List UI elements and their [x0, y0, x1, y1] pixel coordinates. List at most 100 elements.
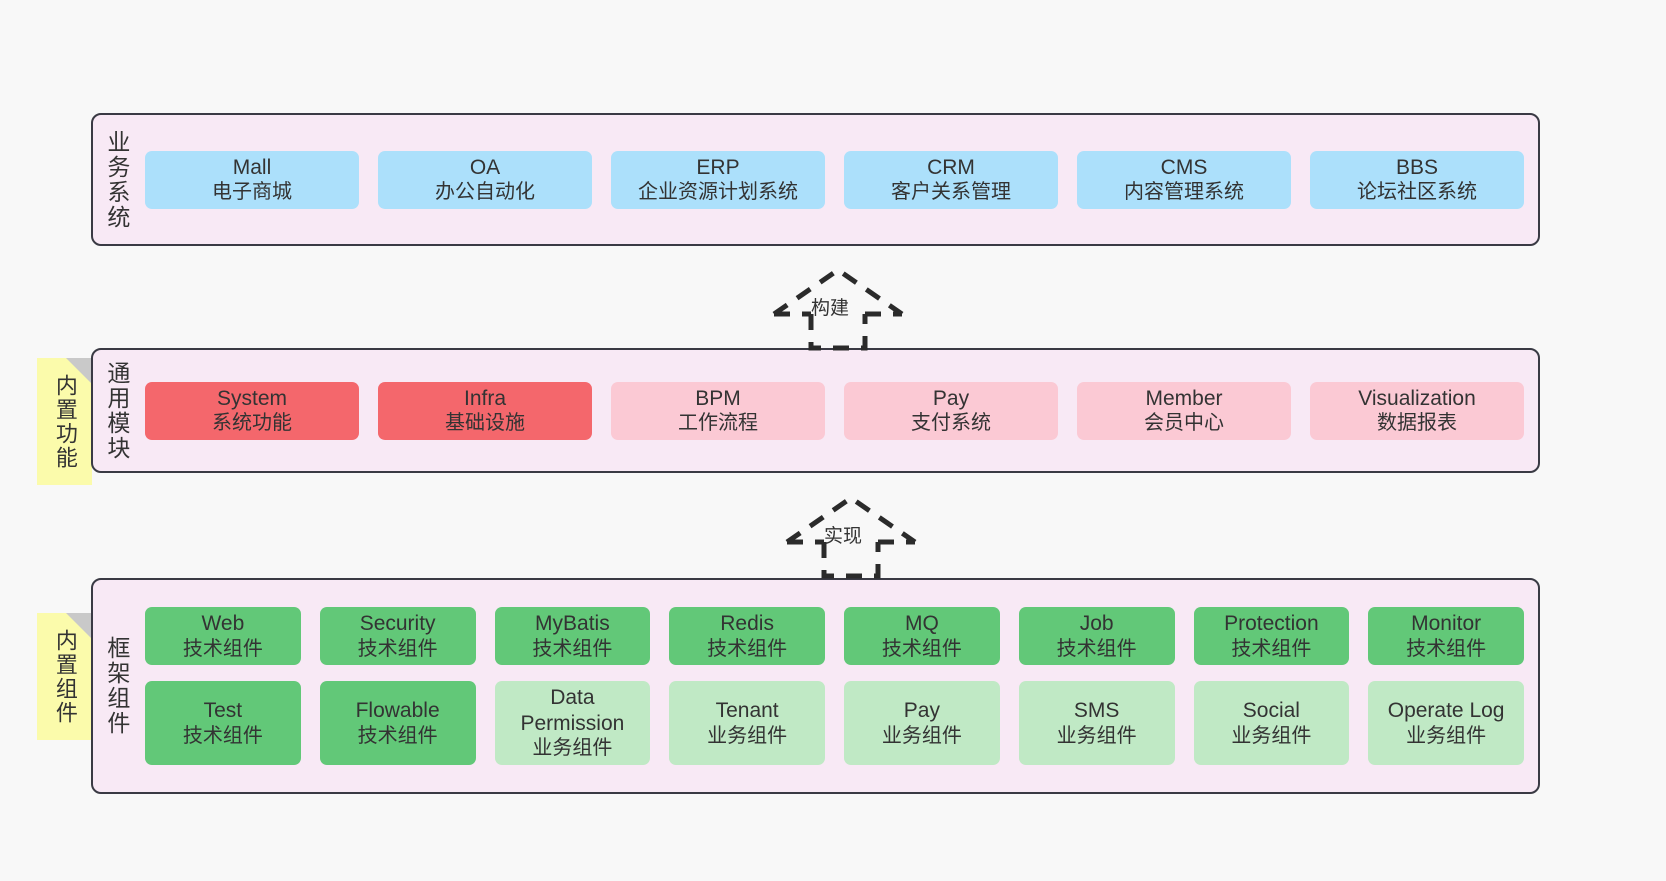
- module-card-pay-business[interactable]: Pay 业务组件: [844, 681, 1000, 765]
- module-card-title: Flowable: [355, 698, 440, 722]
- build-arrow: [750, 262, 920, 352]
- module-card-mall[interactable]: Mall 电子商城: [145, 150, 359, 209]
- module-card-subtitle: 技术组件: [357, 637, 438, 660]
- module-card-subtitle: 内容管理系统: [1124, 181, 1244, 204]
- module-card-title: Job: [1079, 612, 1114, 636]
- module-card-title: MyBatis: [535, 612, 610, 636]
- module-card-system[interactable]: System 系统功能: [145, 381, 359, 440]
- band-row: Mall 电子商城 OA 办公自动化 ERP 企业资源计划系统 CRM 客户关系…: [145, 150, 1524, 209]
- module-card-test[interactable]: Test 技术组件: [145, 681, 301, 765]
- band-title-business-systems: 业务系统: [103, 129, 130, 230]
- module-card-title: BBS: [1395, 155, 1439, 179]
- band-row: Web 技术组件 Security 技术组件 MyBatis 技术组件 Redi…: [145, 607, 1524, 666]
- module-card-title: Monitor: [1411, 612, 1482, 636]
- build-arrow-label: 构建: [811, 298, 850, 319]
- module-card-subtitle: 技术组件: [1231, 637, 1312, 660]
- module-card-title: Mall: [232, 155, 272, 179]
- module-card-mq[interactable]: MQ 技术组件: [844, 607, 1000, 666]
- implement-arrow-icon: [785, 494, 917, 579]
- note-fold-corner-icon: [66, 358, 92, 384]
- module-card-subtitle: 技术组件: [182, 724, 263, 747]
- module-card-subtitle: 技术组件: [881, 637, 962, 660]
- implement-arrow-label: 实现: [824, 526, 863, 547]
- band-body-business-systems: Mall 电子商城 OA 办公自动化 ERP 企业资源计划系统 CRM 客户关系…: [139, 115, 1538, 244]
- band-row: System 系统功能 Infra 基础设施 BPM 工作流程 Pay 支付系统…: [145, 381, 1524, 440]
- module-card-cms[interactable]: CMS 内容管理系统: [1077, 150, 1291, 209]
- module-card-subtitle: 技术组件: [707, 637, 788, 660]
- module-card-tenant[interactable]: Tenant 业务组件: [669, 681, 825, 765]
- module-card-title: BPM: [695, 386, 741, 410]
- module-card-redis[interactable]: Redis 技术组件: [669, 607, 825, 666]
- note-builtin-features: 内置功能: [37, 358, 92, 485]
- module-card-visualization[interactable]: Visualization 数据报表: [1310, 381, 1524, 440]
- module-card-title: System: [216, 386, 287, 410]
- module-card-pay[interactable]: Pay 支付系统: [844, 381, 1058, 440]
- module-card-erp[interactable]: ERP 企业资源计划系统: [611, 150, 825, 209]
- module-card-subtitle: 办公自动化: [435, 181, 535, 204]
- module-card-subtitle: 论坛社区系统: [1357, 181, 1477, 204]
- module-card-subtitle: 会员中心: [1144, 412, 1224, 435]
- build-arrow-icon: [772, 266, 904, 351]
- module-card-subtitle: 业务组件: [707, 724, 788, 747]
- module-card-title: Redis: [720, 612, 774, 636]
- module-card-title: CMS: [1160, 155, 1208, 179]
- module-card-security[interactable]: Security 技术组件: [319, 607, 476, 666]
- module-card-protection[interactable]: Protection 技术组件: [1193, 607, 1350, 666]
- module-card-subtitle: 业务组件: [532, 737, 613, 760]
- module-card-job[interactable]: Job 技术组件: [1018, 607, 1175, 666]
- module-card-member[interactable]: Member 会员中心: [1077, 381, 1291, 440]
- module-card-subtitle: 支付系统: [911, 412, 991, 435]
- module-card-mybatis[interactable]: MyBatis 技术组件: [494, 607, 651, 666]
- module-card-operate-log[interactable]: Operate Log 业务组件: [1368, 681, 1524, 765]
- module-card-subtitle: 技术组件: [532, 637, 613, 660]
- band-body-framework-components: Web 技术组件 Security 技术组件 MyBatis 技术组件 Redi…: [139, 580, 1538, 792]
- module-card-subtitle: 业务组件: [1406, 724, 1487, 747]
- module-card-title: CRM: [927, 155, 975, 179]
- module-card-subtitle: 业务组件: [881, 724, 962, 747]
- module-card-title: Tenant: [715, 698, 779, 722]
- module-card-subtitle: 工作流程: [678, 412, 758, 435]
- note-fold-corner-icon: [66, 613, 92, 639]
- module-card-title: OA: [469, 155, 501, 179]
- band-common-modules: 通用模块 System 系统功能 Infra 基础设施 BPM 工作流程 Pay…: [91, 348, 1540, 473]
- module-card-subtitle: 业务组件: [1231, 724, 1312, 747]
- module-card-crm[interactable]: CRM 客户关系管理: [844, 150, 1058, 209]
- note-label: 内置功能: [52, 373, 78, 470]
- implement-arrow: [763, 490, 933, 580]
- module-card-flowable[interactable]: Flowable 技术组件: [319, 681, 476, 765]
- module-card-bpm[interactable]: BPM 工作流程: [611, 381, 825, 440]
- module-card-subtitle: 技术组件: [357, 724, 438, 747]
- module-card-title: Pay: [932, 386, 970, 410]
- module-card-data-permission[interactable]: Data Permission 业务组件: [494, 681, 651, 765]
- module-card-title: Web: [201, 612, 245, 636]
- module-card-infra[interactable]: Infra 基础设施: [378, 381, 592, 440]
- module-card-subtitle: 数据报表: [1377, 412, 1457, 435]
- module-card-subtitle: 电子商城: [212, 181, 292, 204]
- module-card-title: Member: [1145, 386, 1223, 410]
- module-card-sms[interactable]: SMS 业务组件: [1018, 681, 1175, 765]
- module-card-title: MQ: [904, 612, 939, 636]
- module-card-title: Operate Log: [1387, 698, 1505, 722]
- module-card-title: Infra: [463, 386, 507, 410]
- module-card-title: Protection: [1224, 612, 1319, 636]
- band-row: Test 技术组件 Flowable 技术组件 Data Permission …: [145, 681, 1524, 765]
- module-card-web[interactable]: Web 技术组件: [145, 607, 301, 666]
- module-card-bbs[interactable]: BBS 论坛社区系统: [1310, 150, 1524, 209]
- band-framework-components: 框架组件 Web 技术组件 Security 技术组件 MyBatis 技术组件…: [91, 578, 1540, 794]
- note-label: 内置组件: [52, 628, 78, 725]
- module-card-oa[interactable]: OA 办公自动化: [378, 150, 592, 209]
- module-card-title: ERP: [696, 155, 740, 179]
- note-builtin-components: 内置组件: [37, 613, 92, 740]
- module-card-title: Pay: [903, 698, 940, 722]
- module-card-subtitle: 业务组件: [1056, 724, 1137, 747]
- module-card-subtitle: 基础设施: [445, 412, 525, 435]
- module-card-title: SMS: [1073, 698, 1120, 722]
- module-card-subtitle: 客户关系管理: [891, 181, 1011, 204]
- band-business-systems: 业务系统 Mall 电子商城 OA 办公自动化 ERP 企业资源计划系统 CRM…: [91, 113, 1540, 246]
- module-card-monitor[interactable]: Monitor 技术组件: [1368, 607, 1524, 666]
- module-card-subtitle: 技术组件: [182, 637, 263, 660]
- module-card-social[interactable]: Social 业务组件: [1193, 681, 1350, 765]
- module-card-subtitle: 企业资源计划系统: [638, 181, 798, 204]
- module-card-subtitle: 技术组件: [1056, 637, 1137, 660]
- band-title-common-modules: 通用模块: [103, 360, 130, 461]
